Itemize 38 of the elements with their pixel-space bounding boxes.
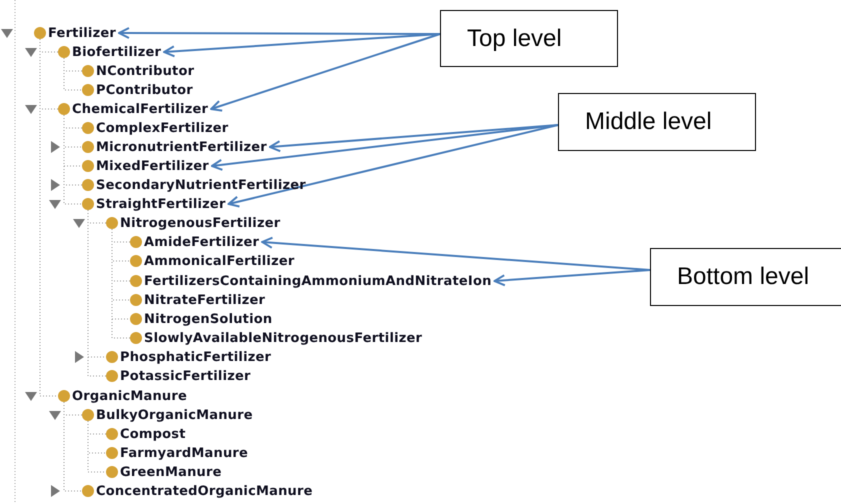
class-name: ComplexFertilizer <box>96 120 228 136</box>
class-name: ChemicalFertilizer <box>72 102 208 116</box>
class-name: GreenManure <box>120 464 222 480</box>
arrow <box>210 33 440 112</box>
class-name: PContributor <box>96 82 193 98</box>
callout-box: Middle level <box>558 93 756 151</box>
class-name: SecondaryNutrientFertilizer <box>96 178 306 192</box>
class-name: Fertilizer <box>48 26 116 40</box>
callout-box: Bottom level <box>650 248 841 306</box>
tree-line <box>112 228 130 338</box>
class-name: PhosphaticFertilizer <box>120 350 272 364</box>
class-name: StraightFertilizer <box>96 196 226 212</box>
class-name: AmideFertilizer <box>144 234 260 250</box>
class-name: MicronutrientFertilizer <box>96 140 267 154</box>
tree-line <box>64 402 82 492</box>
class-name: SlowlyAvailableNitrogenousFertilizer <box>144 330 422 346</box>
arrow <box>268 124 558 152</box>
class-name: OrganicManure <box>72 388 188 404</box>
class-name: NitrogenousFertilizer <box>120 216 280 230</box>
class-name: MixedFertilizer <box>96 158 209 174</box>
arrow <box>210 124 558 171</box>
class-name: ConcentratedOrganicManure <box>96 484 313 498</box>
arrow <box>494 269 650 286</box>
arrow <box>228 124 558 208</box>
class-name: Compost <box>120 426 186 442</box>
class-name: AmmonicalFertilizer <box>144 254 294 268</box>
class-name: PotassicFertilizer <box>120 368 251 384</box>
class-name: FertilizersContainingAmmoniumAndNitrateIon <box>144 274 492 288</box>
tree-line <box>64 114 82 204</box>
class-name: NContributor <box>96 64 194 78</box>
tree-line <box>64 58 82 90</box>
class-name: NitrateFertilizer <box>144 292 266 308</box>
class-name: Biofertilizer <box>72 44 162 60</box>
class-name: BulkyOrganicManure <box>96 408 253 422</box>
callout-box: Top level <box>440 10 618 67</box>
arrow <box>163 33 440 58</box>
class-name: FarmyardManure <box>120 446 248 460</box>
class-name: NitrogenSolution <box>144 312 272 326</box>
